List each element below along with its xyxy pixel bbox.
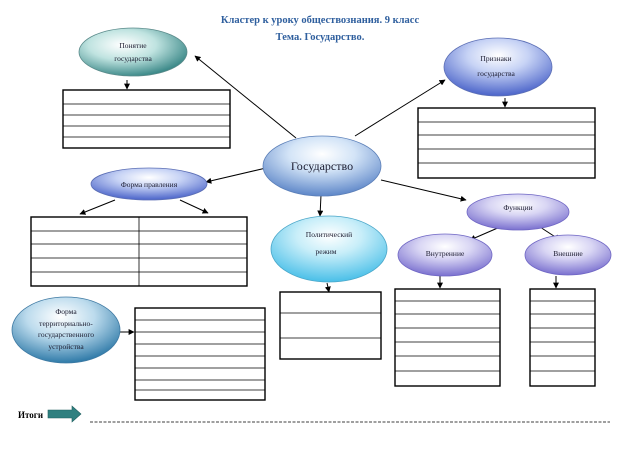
node-concept: Понятие государства	[78, 27, 188, 77]
page-title: Кластер к уроку обществознания. 9 класс	[220, 15, 420, 26]
summary-label: Итоги	[18, 410, 44, 420]
page-subtitle: Тема. Государство.	[275, 32, 365, 43]
node-external-label: Внешние	[553, 249, 583, 258]
node-external: Внешние	[524, 234, 612, 276]
node-concept-line2: государства	[114, 54, 152, 63]
node-territorial-form: Форма территориально- государственного у…	[11, 296, 121, 364]
territorial-form-answer-table	[134, 307, 266, 401]
government-form-answer-table	[30, 216, 248, 287]
node-government-form-label: Форма правления	[121, 180, 178, 189]
node-signs-line1: Признаки	[480, 54, 511, 63]
concept-answer-table	[62, 89, 231, 149]
node-territorial-form-line1: Форма	[55, 307, 77, 316]
node-territorial-form-line4: устройства	[48, 342, 84, 351]
node-internal-label: Внутренние	[426, 249, 465, 258]
node-functions: Функции	[466, 193, 570, 231]
summary-arrow	[47, 405, 82, 423]
node-political-regime-line1: Политический	[306, 230, 352, 239]
connector-arrows	[79, 55, 561, 335]
political-regime-answer-table	[279, 291, 382, 360]
node-political-regime: Политический режим	[270, 215, 388, 283]
node-center: Государство	[262, 135, 382, 197]
node-concept-line1: Понятие	[119, 41, 147, 50]
answer-tables	[30, 89, 596, 401]
node-signs: Признаки государства	[443, 37, 553, 97]
node-territorial-form-line3: государственного	[38, 330, 94, 339]
node-political-regime-line2: режим	[315, 247, 336, 256]
node-internal: Внутренние	[397, 233, 493, 277]
node-territorial-form-line2: территориально-	[39, 319, 93, 328]
signs-answer-table	[417, 107, 596, 179]
node-signs-line2: государства	[477, 69, 515, 78]
node-functions-label: Функции	[503, 203, 532, 212]
external-functions-answer-table	[529, 288, 596, 387]
node-center-label: Государство	[291, 159, 353, 173]
node-government-form: Форма правления	[90, 167, 208, 201]
internal-functions-answer-table	[394, 288, 501, 387]
